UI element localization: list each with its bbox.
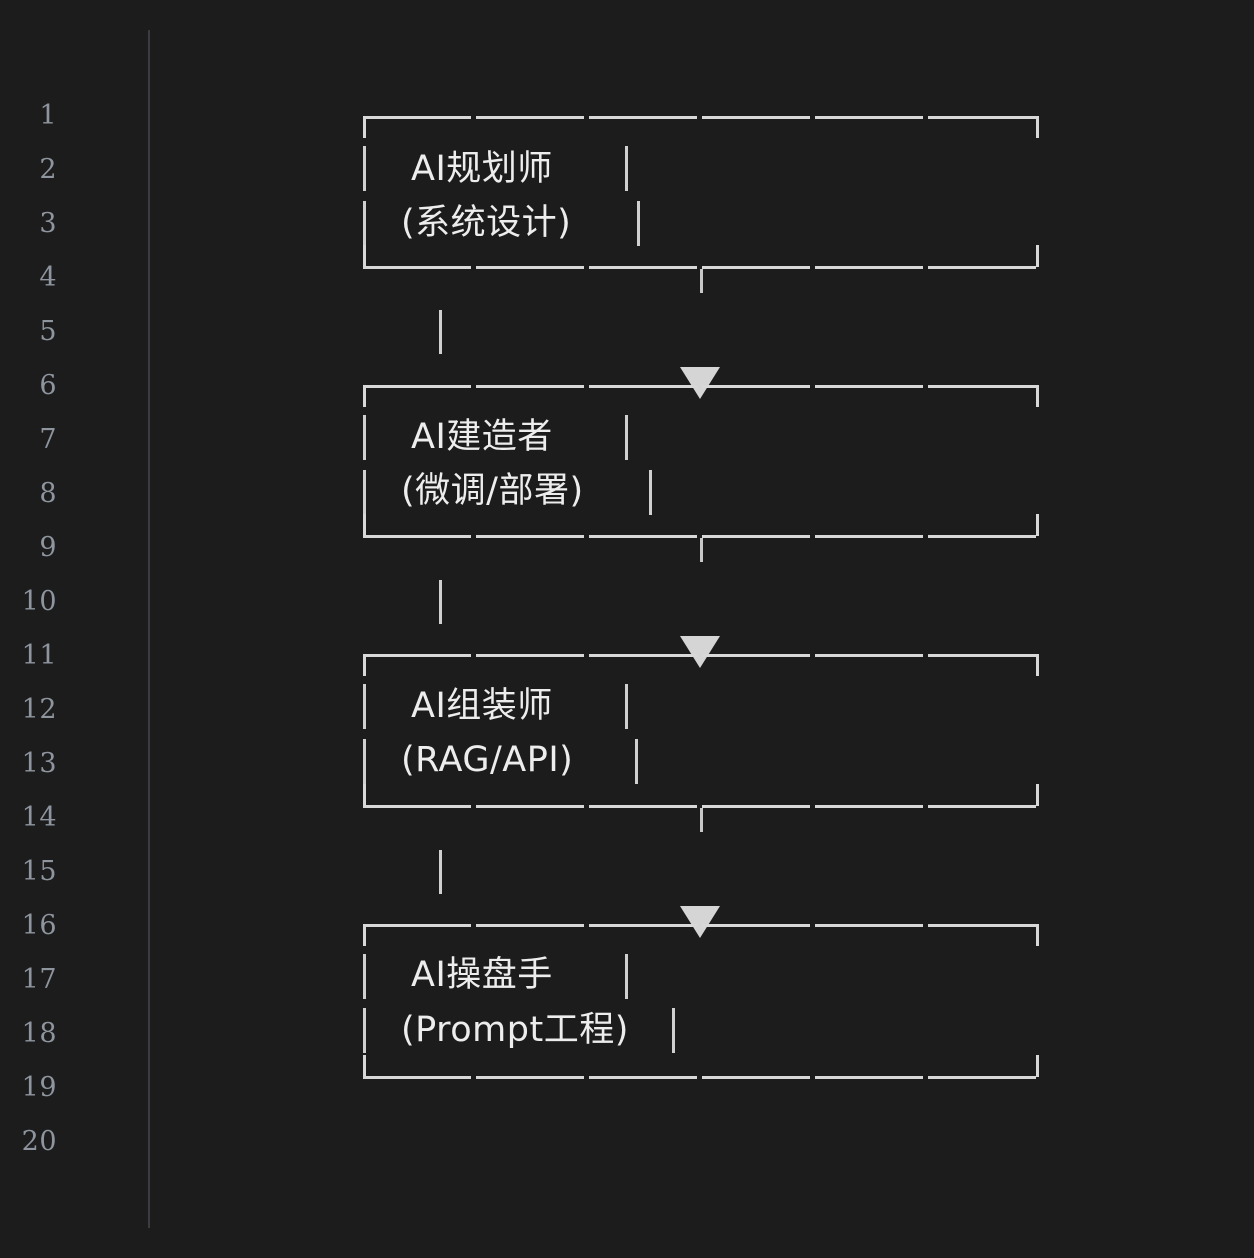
edge-3-connector xyxy=(439,850,442,894)
node-1-subtitle: (系统设计) xyxy=(401,203,572,243)
line-number: 19 xyxy=(21,1072,57,1103)
node-2-right-pipe-subtitle xyxy=(649,470,652,515)
node-1-corner-bottom-right xyxy=(1036,245,1039,267)
node-2-corner-bottom-right xyxy=(1036,514,1039,536)
node-3-corner-bottom-left xyxy=(363,784,366,806)
line-number: 20 xyxy=(21,1126,57,1157)
node-3-bottom-stem xyxy=(700,808,703,832)
node-3-left-pipe-title xyxy=(363,684,366,729)
line-number: 16 xyxy=(21,910,57,941)
node-2-top-border xyxy=(363,385,1039,388)
node-4-right-pipe-title xyxy=(625,954,628,999)
node-1-left-pipe-title xyxy=(363,146,366,191)
node-4-title: AI操盘手 xyxy=(411,955,553,995)
line-number-gutter: 1 2 3 4 5 6 7 8 9 10 11 12 13 14 15 16 1… xyxy=(0,0,150,1258)
node-1-bottom-border xyxy=(363,266,1039,269)
line-number: 14 xyxy=(21,802,57,833)
line-number: 9 xyxy=(39,532,57,563)
line-number: 3 xyxy=(39,208,57,239)
edge-1-connector xyxy=(439,310,442,354)
line-number: 4 xyxy=(39,262,57,293)
node-2-left-pipe-subtitle xyxy=(363,470,366,515)
line-number: 6 xyxy=(39,370,57,401)
node-1-left-pipe-subtitle xyxy=(363,201,366,246)
line-number: 8 xyxy=(39,478,57,509)
node-4-corner-top-left xyxy=(363,924,366,946)
node-2-subtitle: (微调/部署) xyxy=(401,471,584,511)
gutter-divider xyxy=(148,30,150,1228)
node-2-bottom-stem xyxy=(700,538,703,562)
edge-2-connector xyxy=(439,580,442,624)
edge-2-arrow-icon xyxy=(680,636,720,668)
node-4-right-pipe-subtitle xyxy=(672,1008,675,1053)
line-number: 1 xyxy=(39,100,57,131)
edge-3-arrow-icon xyxy=(680,906,720,938)
node-3-right-pipe-subtitle xyxy=(635,739,638,784)
edge-1-arrow-icon xyxy=(680,367,720,399)
node-3-top-border xyxy=(363,654,1039,657)
line-number: 18 xyxy=(21,1018,57,1049)
node-2-corner-top-left xyxy=(363,385,366,407)
node-2-right-pipe-title xyxy=(625,415,628,460)
node-2-title: AI建造者 xyxy=(411,417,553,457)
node-3-corner-top-left xyxy=(363,654,366,676)
line-number: 13 xyxy=(21,748,57,779)
node-1-right-pipe-subtitle xyxy=(637,201,640,246)
node-4-corner-bottom-right xyxy=(1036,1055,1039,1077)
node-4-bottom-border xyxy=(363,1076,1039,1079)
node-2-corner-bottom-left xyxy=(363,514,366,536)
node-4-top-border xyxy=(363,924,1039,927)
node-2-corner-top-right xyxy=(1036,385,1039,407)
node-3-corner-top-right xyxy=(1036,654,1039,676)
line-number: 7 xyxy=(39,424,57,455)
node-1-top-border xyxy=(363,116,1039,119)
node-1-right-pipe-title xyxy=(625,146,628,191)
node-4-corner-top-right xyxy=(1036,924,1039,946)
node-2-left-pipe-title xyxy=(363,415,366,460)
node-1-bottom-stem xyxy=(700,269,703,293)
node-4-left-pipe-title xyxy=(363,954,366,999)
node-3-title: AI组装师 xyxy=(411,686,553,726)
node-4-left-pipe-subtitle xyxy=(363,1008,366,1053)
node-4-subtitle: (Prompt工程) xyxy=(401,1010,629,1050)
ascii-diagram: AI规划师 (系统设计) AI建造者 (微调/部署) xyxy=(149,0,1254,1258)
node-3-corner-bottom-right xyxy=(1036,784,1039,806)
node-3-right-pipe-title xyxy=(625,684,628,729)
node-4-corner-bottom-left xyxy=(363,1055,366,1077)
node-3-left-pipe-subtitle xyxy=(363,739,366,784)
node-2-bottom-border xyxy=(363,535,1039,538)
node-1-corner-top-left xyxy=(363,116,366,138)
line-number: 5 xyxy=(39,316,57,347)
node-3-subtitle: (RAG/API) xyxy=(401,740,574,780)
node-3-bottom-border xyxy=(363,805,1039,808)
line-number: 12 xyxy=(21,694,57,725)
node-1-corner-bottom-left xyxy=(363,245,366,267)
line-number: 15 xyxy=(21,856,57,887)
line-number: 2 xyxy=(39,154,57,185)
line-number: 11 xyxy=(21,640,57,671)
node-1-corner-top-right xyxy=(1036,116,1039,138)
node-1-title: AI规划师 xyxy=(411,149,553,189)
line-number: 10 xyxy=(21,586,57,617)
line-number: 17 xyxy=(21,964,57,995)
